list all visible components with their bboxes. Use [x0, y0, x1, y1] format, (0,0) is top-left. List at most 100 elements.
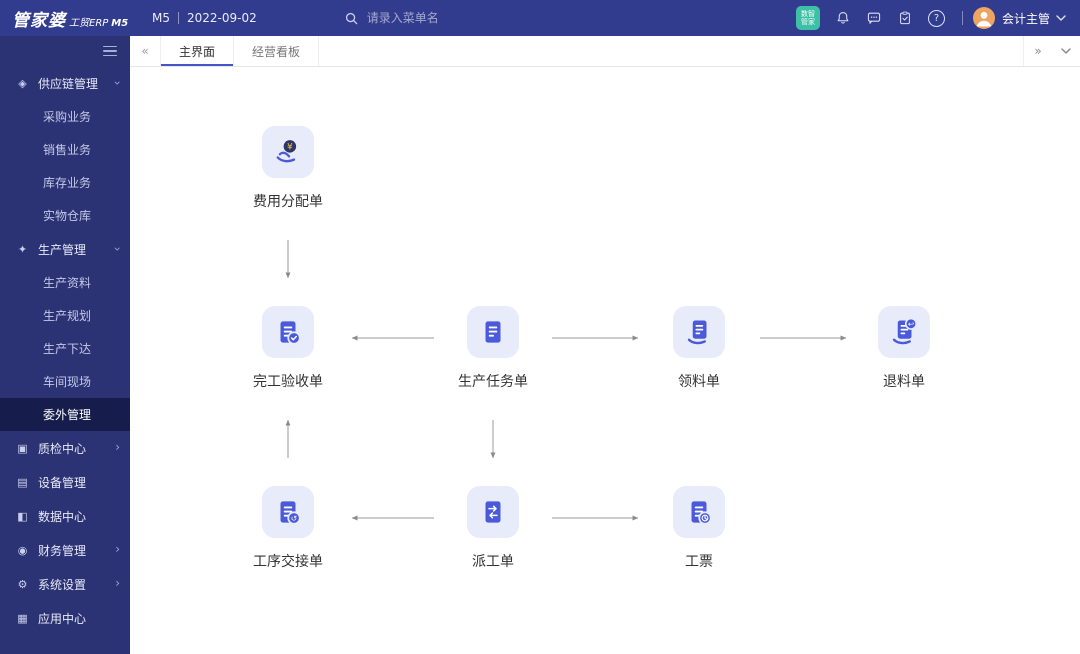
sidebar-item-label: 系统设置: [38, 577, 87, 592]
tabbar: « 主界面经营看板 »: [130, 36, 1080, 67]
sidebar-item-apps[interactable]: ▦ 应用中心: [0, 601, 130, 635]
flow-node-work-dispatch[interactable]: 派工单: [433, 486, 553, 571]
sidebar-item-label: 质检中心: [38, 441, 87, 456]
logo-version-text: M5: [111, 17, 129, 29]
svg-text:¥: ¥: [287, 143, 293, 153]
user-avatar[interactable]: [972, 7, 995, 29]
sidebar-item-label: 设备管理: [38, 475, 87, 490]
flow-node-process-handover[interactable]: ↺ 工序交接单: [228, 486, 348, 571]
sidebar-subitem-inventory[interactable]: 库存业务: [43, 176, 92, 190]
sidebar-item-supply-chain[interactable]: ◈ 供应链管理 ›: [0, 66, 130, 100]
sidebar-item-label: 应用中心: [38, 611, 87, 626]
collapse-sidebar-icon[interactable]: [103, 45, 117, 57]
env-info: M5 2022-09-02: [152, 11, 257, 25]
search-input[interactable]: [364, 10, 519, 26]
app-logo: 管家婆 工贸ERP M5: [0, 6, 142, 31]
sidebar-item-data-center[interactable]: ◧ 数据中心: [0, 499, 130, 533]
tabs-scroll-right-icon[interactable]: »: [1034, 44, 1042, 58]
supply-chain-icon: ◈: [18, 76, 27, 90]
divider: [961, 11, 963, 25]
sidebar: ◈ 供应链管理 › 采购业务销售业务库存业务实物仓库 ✦ 生产管理 › 生产资料生产规划生产下…: [0, 36, 130, 654]
sidebar-subitem-production-release[interactable]: 生产下达: [43, 342, 92, 356]
tabs-dropdown-chevron-icon[interactable]: [1052, 36, 1080, 66]
sidebar-subitem-outsourcing[interactable]: 委外管理: [0, 398, 130, 431]
flow-node-label: 退料单: [883, 374, 925, 390]
doc-cycle-icon: ↺: [262, 486, 314, 538]
tab-dashboard[interactable]: 经营看板: [234, 36, 320, 66]
clipboard-task-icon[interactable]: [890, 3, 921, 33]
tabs-scroll-left-icon[interactable]: «: [141, 44, 149, 58]
sidebar-item-system[interactable]: ⚙ 系统设置 ›: [0, 567, 130, 601]
flow-node-label: 工序交接单: [253, 554, 323, 570]
doc-check-icon: [262, 306, 314, 358]
doc-return-icon: ↩: [878, 306, 930, 358]
sidebar-item-finance[interactable]: ◉ 财务管理 ›: [0, 533, 130, 567]
menu-search[interactable]: [345, 10, 519, 26]
search-icon: [345, 12, 358, 24]
data-icon: ◧: [17, 509, 28, 523]
flow-arrows: [285, 240, 847, 521]
user-menu-chevron-down-icon[interactable]: [1056, 14, 1066, 22]
flow-node-expense-allocation[interactable]: ¥ 费用分配单: [228, 126, 348, 211]
sidebar-item-quality[interactable]: ▣ 质检中心 ›: [0, 431, 130, 465]
sidebar-subitem-physical-warehouse[interactable]: 实物仓库: [43, 209, 92, 223]
message-chat-icon[interactable]: [859, 3, 890, 33]
flow-node-material-requisition[interactable]: 领料单: [639, 306, 759, 391]
user-name[interactable]: 会计主管: [1001, 11, 1050, 26]
sidebar-subitem-production-data[interactable]: 生产资料: [43, 276, 92, 290]
logo-product-text: 工贸ERP: [69, 17, 109, 29]
topbar: 管家婆 工贸ERP M5 M5 2022-09-02 数智 管家: [0, 0, 1080, 36]
tab-home[interactable]: 主界面: [161, 36, 235, 66]
sidebar-subitem-workshop[interactable]: 车间现场: [43, 375, 92, 389]
flow-node-label: 费用分配单: [253, 194, 323, 210]
notification-bell-icon[interactable]: [828, 3, 859, 33]
flow-node-label: 领料单: [678, 374, 720, 390]
topbar-actions: 数智 管家: [795, 3, 1080, 33]
sidebar-item-label: 供应链管理: [38, 76, 99, 91]
sidebar-item-equipment[interactable]: ▤ 设备管理: [0, 465, 130, 499]
tabbar-right-actions: »: [1023, 36, 1080, 66]
smart-assistant-badge-icon[interactable]: 数智 管家: [795, 6, 820, 30]
doc-clock-icon: [673, 486, 725, 538]
badge-text-line1: 数智: [800, 10, 815, 18]
device-icon: ▤: [17, 475, 28, 489]
sidebar-subitem-purchase[interactable]: 采购业务: [43, 110, 92, 124]
flow-node-label: 生产任务单: [458, 374, 528, 390]
chevron-right-icon: ›: [115, 576, 120, 590]
sidebar-subitem-sales[interactable]: 销售业务: [43, 143, 92, 157]
logo-brand-text: 管家婆: [12, 10, 66, 31]
settings-icon: ⚙: [17, 577, 28, 591]
sidebar-subitem-production-planning[interactable]: 生产规划: [43, 309, 92, 323]
date-label: 2022-09-02: [187, 11, 257, 25]
sidebar-item-label: 数据中心: [38, 509, 87, 524]
flow-node-work-ticket[interactable]: 工票: [639, 486, 759, 571]
flow-node-label: 派工单: [472, 554, 514, 570]
sidebar-item-production[interactable]: ✦生产管理›: [0, 232, 130, 266]
sidebar-menu: ◈ 供应链管理 › 采购业务销售业务库存业务实物仓库 ✦ 生产管理 › 生产资料生产规划生产下…: [0, 66, 130, 635]
tabs: 主界面经营看板: [160, 36, 320, 66]
apps-icon: ▦: [17, 611, 28, 625]
qc-icon: ▣: [17, 441, 28, 455]
flow-node-label: 完工验收单: [253, 374, 323, 390]
sidebar-item-label: 财务管理: [38, 543, 87, 558]
chevron-down-icon: ›: [110, 80, 125, 86]
help-question-icon[interactable]: ?: [921, 3, 952, 33]
badge-text-line2: 管家: [800, 18, 815, 26]
chevron-right-icon: ›: [115, 440, 120, 454]
doc-hand-icon: [673, 306, 725, 358]
env-label: M5: [152, 11, 170, 25]
doc-transfer-icon: [467, 486, 519, 538]
doc-icon: [467, 306, 519, 358]
flow-node-production-task[interactable]: 生产任务单: [433, 306, 553, 391]
coin-hand-icon: ¥: [262, 126, 314, 178]
finance-icon: ◉: [17, 543, 28, 557]
divider: [178, 12, 179, 24]
sidebar-item-label: 生产管理: [38, 242, 87, 257]
flow-node-material-return[interactable]: ↩ 退料单: [844, 306, 964, 391]
production-icon: ✦: [17, 242, 28, 256]
chevron-right-icon: ›: [115, 542, 120, 556]
flow-node-label: 工票: [685, 554, 713, 570]
svg-text:↩: ↩: [908, 320, 914, 329]
flow-node-completion-acceptance[interactable]: 完工验收单: [228, 306, 348, 391]
